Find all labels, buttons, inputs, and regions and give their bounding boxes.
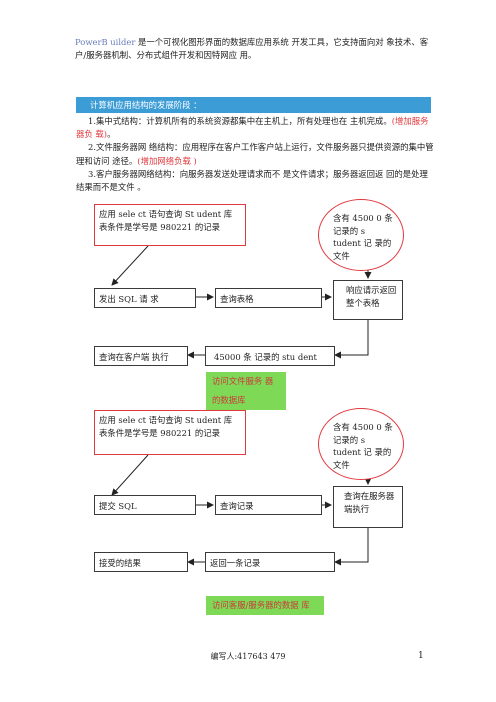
d1-query-table-box: 查询表格	[215, 288, 322, 308]
structure-list: 1.集中式结构：计算机所有的系统资源都集中在主机上，所有处理也在 主机完成。(增…	[76, 115, 434, 194]
d1-response-box: 响应请示返回 整个表格	[333, 280, 403, 320]
d1-app-query-box: 应用 sele ct 语句查询 St udent 库 表条件是学号是 98022…	[94, 204, 246, 246]
list-item: 2.文件服务器网 络结构：应用程序在客户工作客户站上运行，文件服务器只提供资源的…	[76, 142, 434, 166]
d2-result-box: 接受的结果	[94, 552, 188, 572]
d2-server-exec-box: 查询在服务器 端执行	[333, 486, 403, 528]
section-heading: 计算机应用结构的发展阶段 ：	[76, 97, 431, 113]
d1-send-sql-box: 发出 SQL 请 求	[94, 288, 196, 308]
d2-app-query-box: 应用 sele ct 语句查询 St udent 库 表条件是学号是 98022…	[94, 410, 246, 455]
d1-caption: 访问文件服务 器的数据库	[206, 372, 286, 410]
d2-submit-sql-box: 提交 SQL	[94, 495, 196, 515]
list-item: 1.集中式结构：计算机所有的系统资源都集中在主机上，所有处理也在 主机完成。(增…	[76, 116, 429, 140]
intro-text: 是一个可视化图形界面的数据库应用系统 开发工具，它支持面向对 象技术、客户/服务…	[75, 37, 429, 60]
d2-return-record-box: 返回一条记录	[205, 552, 335, 572]
d2-query-records-box: 查询记录	[215, 495, 322, 515]
d1-records-box: 45000 条 记录的 stu dent	[205, 346, 335, 366]
intro-brand: PowerB uilder	[75, 37, 136, 47]
d2-student-file-ellipse: 含有 4500 0 条记录的 s tudent 记 录的文件	[318, 408, 404, 480]
d1-client-exec-box: 查询在客户端 执行	[94, 346, 188, 366]
intro-paragraph: PowerB uilder 是一个可视化图形界面的数据库应用系统 开发工具，它支…	[75, 36, 435, 62]
d2-caption: 访问客服/服务器的数据 库	[206, 596, 324, 615]
d1-student-file-ellipse: 含有 4500 0 条记录的 s tudent 记 录的文件	[318, 199, 404, 271]
footer-author: 编写人:417643 479	[210, 652, 286, 661]
list-item: 3.客户服务器网络结构：向服务器发送处理请求而不 是文件请求；服务器返回返 回的…	[76, 168, 428, 193]
page-number: 1	[418, 651, 424, 661]
